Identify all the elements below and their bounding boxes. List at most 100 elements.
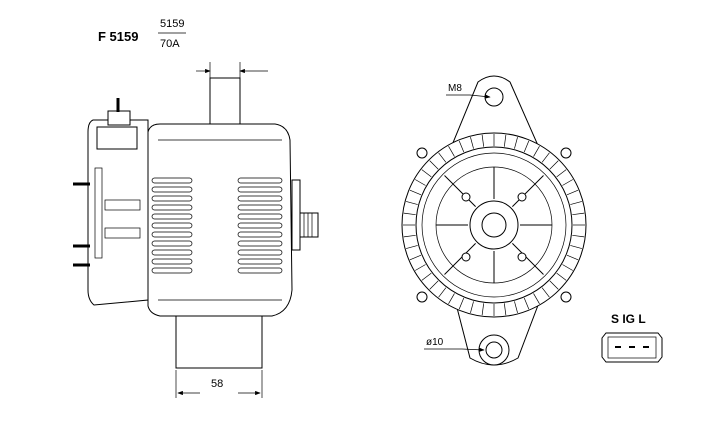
- side-view: 58: [73, 62, 319, 398]
- terminal-block: [96, 126, 138, 150]
- fan-shroud: [421, 152, 567, 298]
- fin-slot: [151, 258, 193, 265]
- fan-tooth: [514, 301, 518, 313]
- fan-tooth: [409, 254, 422, 261]
- width-dimension: 58: [175, 370, 263, 398]
- fan-tooth: [438, 287, 447, 298]
- front-view: M8 ø10: [401, 75, 587, 366]
- spoke-ring: [435, 166, 553, 284]
- fin-slot: [237, 177, 283, 184]
- hole-label: ø10: [426, 337, 444, 348]
- spoke: [512, 175, 544, 207]
- fin-slot: [237, 213, 283, 220]
- end-frame-bolts: [416, 147, 572, 303]
- fan-tooth: [403, 212, 416, 216]
- fin-slot: [237, 186, 283, 193]
- fin-slot: [237, 240, 283, 247]
- fan-tooth: [481, 303, 485, 316]
- fan-tooth: [572, 234, 585, 238]
- fan-tooth: [448, 293, 455, 304]
- fan-tooth: [556, 169, 567, 178]
- fin-slot: [151, 204, 193, 211]
- connector-face: [607, 336, 657, 359]
- fan-tooth: [470, 137, 474, 149]
- hole-callout: ø10: [424, 337, 485, 352]
- hub-shaft: [481, 212, 507, 238]
- fan-tooth: [533, 293, 540, 304]
- fan-tooth: [448, 146, 455, 157]
- fan-tooth: [409, 189, 422, 196]
- fan-tooth: [429, 280, 439, 290]
- pulley-hub: [299, 212, 319, 238]
- fan-tooth: [514, 137, 518, 149]
- thread-callout: M8: [446, 83, 491, 99]
- spoke: [444, 243, 476, 275]
- stator-body: [147, 123, 293, 317]
- fan-tooth: [415, 179, 426, 186]
- fan-tooth: [570, 201, 582, 205]
- fan-tooth: [549, 280, 559, 290]
- fin-slot: [151, 240, 193, 247]
- fan-tooth: [403, 234, 416, 238]
- fin-slot: [237, 267, 283, 274]
- rear-studs: [73, 182, 90, 267]
- pulley-grooves: [303, 213, 313, 237]
- fan-tooth: [481, 134, 485, 147]
- amperage-rating: 70A: [160, 38, 180, 50]
- front-upper-ear: [449, 75, 541, 151]
- fan-tooth: [523, 140, 530, 153]
- thread-label: M8: [448, 83, 462, 94]
- fan-tooth: [533, 146, 540, 157]
- fin-slot: [151, 186, 193, 193]
- fan-tooth: [458, 140, 465, 153]
- fan-tooth: [549, 160, 559, 170]
- spoke: [444, 175, 476, 207]
- fin-slot: [237, 249, 283, 256]
- fan-tooth: [421, 272, 432, 281]
- spoke: [512, 243, 544, 275]
- fan-teeth: [403, 134, 585, 316]
- battery-terminal-base: [107, 110, 131, 126]
- connector-pins: [615, 346, 649, 348]
- fan-tooth: [415, 264, 426, 271]
- fin-slot: [151, 249, 193, 256]
- fan-tooth: [566, 189, 579, 196]
- title-block: F 5159 5159 70A: [98, 18, 186, 50]
- front-flange: [291, 179, 301, 251]
- plug-connector: S IG L: [601, 312, 663, 363]
- width-label: 58: [211, 378, 223, 390]
- fin-slot: [151, 213, 193, 220]
- fan-tooth: [470, 301, 474, 313]
- fin-slot: [151, 267, 193, 274]
- fin-slot: [151, 195, 193, 202]
- model-number: F 5159: [98, 29, 138, 44]
- fan-tooth: [541, 152, 550, 163]
- fan-tooth: [503, 134, 507, 147]
- fan-tooth: [503, 303, 507, 316]
- fin-slot: [237, 204, 283, 211]
- fan-tooth: [406, 201, 418, 205]
- lower-ear-hole: [485, 341, 503, 359]
- fan-tooth: [421, 169, 432, 178]
- lower-mounting-foot: [175, 315, 263, 369]
- fan-tooth: [523, 297, 530, 310]
- fin-slot: [151, 177, 193, 184]
- fan-tooth: [458, 297, 465, 310]
- fan-tooth: [406, 245, 418, 249]
- fan-tooth: [556, 272, 567, 281]
- fan-tooth: [429, 160, 439, 170]
- fin-slot: [237, 195, 283, 202]
- fan-tooth: [566, 254, 579, 261]
- fan-tooth: [572, 212, 585, 216]
- part-number: 5159: [160, 18, 184, 30]
- rear-slots: [94, 167, 141, 259]
- end-frame-spokes: [435, 166, 553, 284]
- fin-slot: [237, 258, 283, 265]
- fan-tooth: [562, 179, 573, 186]
- fin-slot: [237, 231, 283, 238]
- rear-housing: [87, 119, 149, 306]
- fin-slot: [237, 222, 283, 229]
- fan-tooth: [570, 245, 582, 249]
